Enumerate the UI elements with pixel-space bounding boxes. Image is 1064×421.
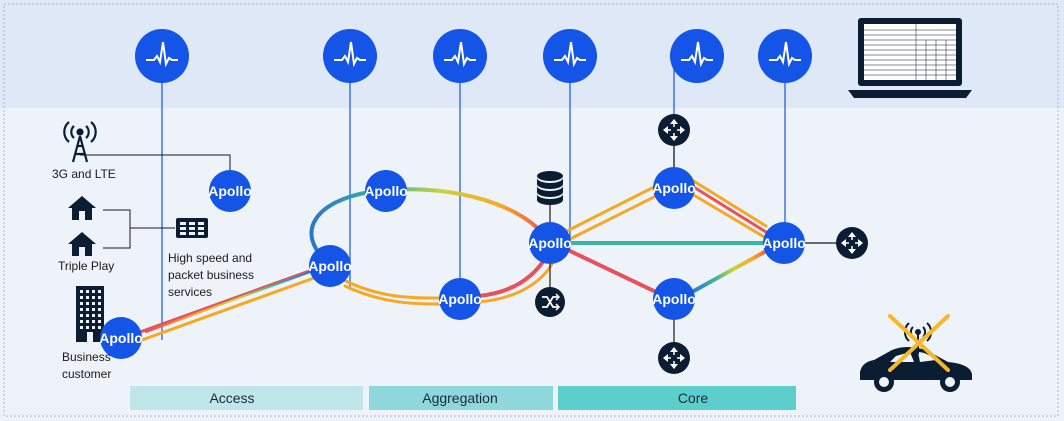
probe-icon[interactable] [323, 29, 377, 83]
probe-lines [161, 58, 786, 340]
apollo-node-agg-2[interactable]: Apollo [438, 278, 482, 320]
core-c-tl-1 [563, 184, 658, 234]
hs-label-3: services [168, 285, 212, 299]
core-band [558, 386, 796, 410]
laptop-icon [848, 18, 972, 98]
apollo-node-core-bottom[interactable]: Apollo [652, 278, 696, 320]
hs-label-2: packet business [168, 268, 254, 282]
svg-text:Apollo: Apollo [99, 330, 143, 346]
apollo-node-access-2[interactable]: Apollo [308, 245, 352, 287]
car-icon [860, 347, 972, 392]
core-c-tl-2 [566, 192, 662, 242]
svg-text:Apollo: Apollo [762, 235, 806, 251]
aggregation-label: Aggregation [422, 390, 498, 406]
svg-text:Apollo: Apollo [208, 183, 252, 199]
probe-icon[interactable] [543, 29, 597, 83]
svg-text:Apollo: Apollo [308, 258, 352, 274]
ring-bottom [338, 276, 447, 300]
svg-text:Apollo: Apollo [528, 235, 572, 251]
probes [135, 29, 812, 83]
triple-play-label: Triple Play [58, 259, 114, 273]
building-icon [76, 286, 104, 342]
hs-label-1: High speed and [168, 251, 252, 265]
apollo-node-agg-1[interactable]: Apollo [364, 170, 408, 212]
svg-text:Apollo: Apollo [438, 291, 482, 307]
svg-text:Apollo: Apollo [652, 180, 696, 196]
access-label: Access [209, 390, 254, 406]
business-label-2: customer [62, 367, 111, 381]
business-label-1: Business [62, 350, 111, 364]
core-tl-r-1 [690, 184, 768, 234]
apollo-node-core-top[interactable]: Apollo [652, 167, 696, 209]
no-signal-icon [888, 314, 950, 372]
apollo-nodes: Apollo Apollo Apollo Apollo Apollo Apoll… [99, 167, 806, 359]
access-band [130, 386, 363, 410]
link-biz-a2-red [138, 268, 314, 334]
router-icon [836, 227, 868, 259]
core-label: Core [678, 390, 709, 406]
apollo-node-core-center[interactable]: Apollo [528, 222, 572, 264]
probe-icon[interactable] [433, 29, 487, 83]
svg-text:Apollo: Apollo [652, 291, 696, 307]
ring-bottom-2 [343, 284, 447, 306]
probe-icon[interactable] [670, 29, 724, 83]
database-icon [537, 171, 563, 205]
core-tl-r-2 [690, 192, 768, 240]
aggregation-band [369, 386, 553, 410]
probe-icon[interactable] [135, 29, 189, 83]
router-icon [658, 114, 690, 146]
house-icon [68, 196, 96, 220]
core-c-bl [566, 248, 658, 294]
cell-tower-icon [63, 121, 97, 163]
link-biz-a2-orange [140, 276, 316, 342]
core-tl-r-3 [690, 178, 768, 228]
switch-icon [176, 218, 208, 238]
lte-label: 3G and LTE [52, 167, 116, 181]
frame-border [3, 3, 1059, 417]
shuffle-icon [535, 287, 565, 317]
svg-text:Apollo: Apollo [364, 183, 408, 199]
apollo-node-business[interactable]: Apollo [99, 317, 143, 359]
link-biz-a2-rainbow [145, 271, 311, 333]
house-icon [68, 232, 96, 256]
probe-icon[interactable] [758, 29, 812, 83]
router-icon [658, 342, 690, 374]
apollo-node-core-right[interactable]: Apollo [762, 222, 806, 264]
core-bl-r [690, 248, 770, 294]
apollo-node-access-1[interactable]: Apollo [208, 170, 252, 212]
